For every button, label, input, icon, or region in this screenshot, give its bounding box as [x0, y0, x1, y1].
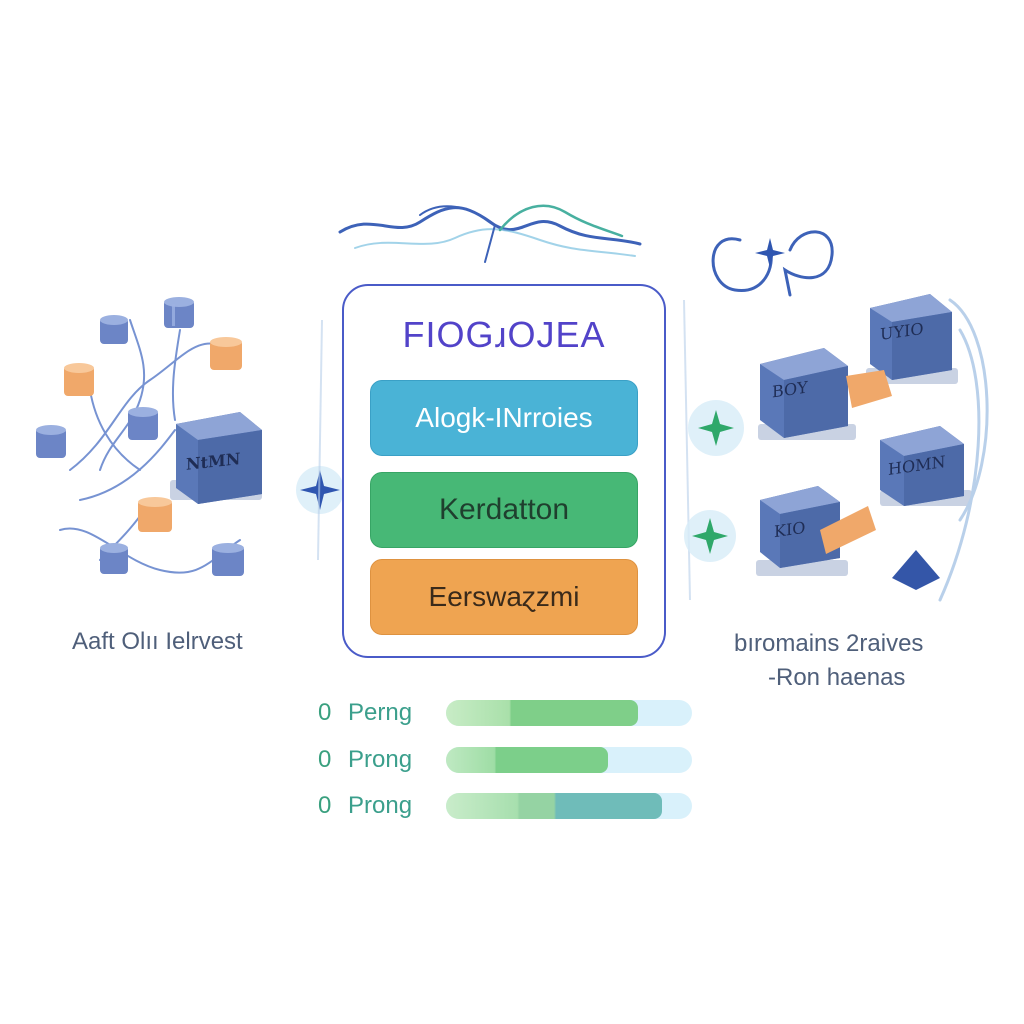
card-title: FIOGɹOJEA — [402, 314, 606, 355]
left-sparkle-icon — [296, 466, 344, 514]
progress-row-3: 0 Prong — [318, 791, 698, 821]
swirl-decoration — [711, 230, 834, 297]
card-button-3[interactable]: Eerswaɀzmi — [370, 559, 638, 635]
right-caption-line-1: bıromains 2raives — [734, 630, 924, 657]
card-button-1[interactable]: Alogk-INrroies — [370, 380, 638, 456]
progress-track — [446, 747, 692, 773]
progress-fill — [446, 747, 609, 773]
progress-row-1: 0 Perng — [318, 698, 698, 728]
progress-label: Perng — [348, 699, 413, 726]
progress-label: Prong — [348, 746, 413, 773]
progress-row-2: 0 Prong — [318, 745, 698, 775]
progress-number: 0 — [318, 746, 332, 773]
right-network-lines — [938, 298, 989, 602]
progress-label: Prong — [348, 792, 413, 819]
left-network-lines — [59, 319, 241, 574]
left-cylinders — [36, 297, 244, 576]
progress-track — [446, 793, 692, 819]
progress-fill — [446, 793, 663, 819]
progress-number: 0 — [318, 792, 332, 819]
right-cube-label-1: UYIO — [880, 318, 924, 345]
right-cube-label-4: KIO — [774, 517, 806, 542]
swirl-sparkle-icon — [755, 238, 785, 268]
right-cube-label-3: HOMN — [888, 451, 946, 480]
progress-fill — [446, 700, 638, 726]
card-button-2[interactable]: Kerdatton — [370, 472, 638, 548]
right-sparkle-icon-top — [688, 400, 744, 456]
main-card: FIOGɹOJEA Alogk-INrroies Kerdatton Eersw… — [342, 284, 666, 658]
progress-number: 0 — [318, 699, 332, 726]
progress-track — [446, 700, 692, 726]
right-server-cubes — [756, 294, 972, 590]
cloud-scribble — [338, 204, 642, 263]
right-cube-label-2: BOY — [772, 377, 808, 402]
left-cube-label: NtMN — [186, 449, 241, 474]
right-sparkle-icon-bottom — [684, 510, 736, 562]
left-caption: Aaft Olıı Ielrvest — [72, 628, 243, 655]
right-caption-line-2: -Ron haenas — [768, 664, 906, 691]
